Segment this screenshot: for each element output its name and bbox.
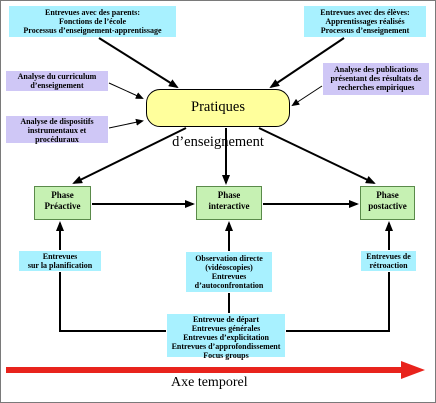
arrow-dispositifs-to-center	[108, 118, 144, 129]
phase-interactive-box: Phase interactive	[196, 186, 262, 220]
time-axis-label: Axe temporel	[171, 375, 248, 390]
arrow-eleves-to-center	[269, 37, 345, 89]
arrow-center-to-postactive	[258, 127, 376, 184]
center-label: Pratiques d’enseignement	[172, 99, 264, 150]
method-depart-box: Entrevue de départ Entrevues générales E…	[167, 314, 285, 360]
source-parents-box: Entrevues avec des parents: Fonctions de…	[9, 6, 176, 37]
arrow-publications-to-center	[291, 85, 323, 107]
source-dispositifs-box: Analyse de dispositifs instrumentaux et …	[6, 116, 108, 144]
arrow-parents-to-center	[98, 37, 179, 89]
center-pratiques-node: Pratiques d’enseignement	[146, 89, 290, 150]
phase-postactive-box: Phase postactive	[360, 186, 415, 220]
bracket-depart-to-planification	[59, 272, 166, 332]
arrow-center-to-preactive	[72, 127, 187, 184]
time-axis-arrowhead	[401, 361, 425, 379]
source-curriculum-box: Analyse du curriculum d’enseignement	[6, 71, 108, 91]
bracket-depart-to-retroaction	[286, 272, 390, 332]
source-eleves-box: Entrevues avec des élèves: Apprentissage…	[304, 6, 426, 37]
arrow-curriculum-to-center	[108, 82, 144, 99]
method-planification-box: Entrevues sur la planification	[19, 251, 101, 271]
method-observation-box: Observation directe (vidéoscopies) Entre…	[186, 252, 272, 292]
source-publications-box: Analyse des publications présentant des …	[323, 63, 429, 95]
phase-preactive-box: Phase Préactive	[34, 186, 91, 220]
method-retroaction-box: Entrevues de rétroaction	[361, 251, 416, 271]
